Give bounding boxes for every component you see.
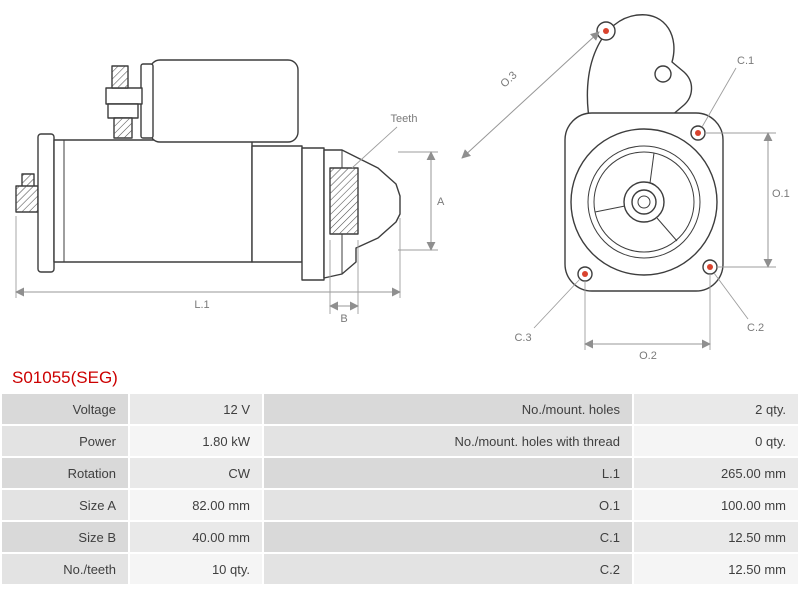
- motor-body-step: [251, 145, 303, 263]
- spec-label: C.1: [264, 521, 632, 552]
- dim-label-a: A: [437, 196, 445, 208]
- center-shaft-hole: [631, 189, 657, 215]
- table-row: No./teeth 10 qty. C.2 12.50 mm: [2, 553, 798, 584]
- hole-marker-dot: [582, 271, 588, 277]
- part-number-title: S01055(SEG): [12, 368, 118, 387]
- spec-value: 12.50 mm: [634, 553, 798, 584]
- flange-inner-circle-2: [593, 151, 695, 253]
- spec-value: 40.00 mm: [130, 521, 262, 552]
- spec-label: Voltage: [2, 393, 128, 424]
- dim-label-c2: C.2: [747, 322, 764, 334]
- terminal-stud-upper-hatch: [112, 66, 128, 88]
- dim-label-o1: O.1: [772, 188, 790, 200]
- spoke: [656, 217, 678, 242]
- spoke: [594, 205, 626, 213]
- spec-value: 265.00 mm: [634, 457, 798, 488]
- spec-value: 0 qty.: [634, 425, 798, 456]
- spec-table: Voltage 12 V No./mount. holes 2 qty. Pow…: [0, 392, 800, 586]
- spec-value: 100.00 mm: [634, 489, 798, 520]
- motor-body: [53, 139, 253, 263]
- leader-line-c1: [701, 67, 737, 128]
- table-row: Rotation CW L.1 265.00 mm: [2, 457, 798, 488]
- leader-line-c3: [533, 278, 581, 329]
- leader-line-c2: [713, 272, 749, 320]
- rear-shaft-hatch: [22, 174, 34, 188]
- diagram-area: L.1 A B Teeth: [15, 14, 790, 362]
- terminal-base-upper: [105, 87, 143, 105]
- solenoid-end-cap: [140, 63, 154, 139]
- terminal-base-lower: [107, 103, 139, 119]
- spec-label: O.1: [264, 489, 632, 520]
- spec-value: CW: [130, 457, 262, 488]
- side-view-dimensions: L.1 A B Teeth: [15, 113, 445, 325]
- spec-label: Size B: [2, 521, 128, 552]
- hole-marker-dot: [695, 130, 701, 136]
- starter-side-view: [15, 59, 401, 281]
- spec-value: 10 qty.: [130, 553, 262, 584]
- spec-label: No./teeth: [2, 553, 128, 584]
- dim-label-l1: L.1: [194, 299, 209, 311]
- terminal-stud-lower-hatch: [114, 118, 132, 138]
- dim-label-b: B: [340, 313, 347, 325]
- dim-label-o3: O.3: [498, 69, 519, 90]
- spec-value: 2 qty.: [634, 393, 798, 424]
- ear-hole-right: [654, 65, 672, 83]
- spec-label: Size A: [2, 489, 128, 520]
- spec-label: L.1: [264, 457, 632, 488]
- table-row: Power 1.80 kW No./mount. holes with thre…: [2, 425, 798, 456]
- table-row: Size A 82.00 mm O.1 100.00 mm: [2, 489, 798, 520]
- solenoid: [149, 59, 299, 143]
- rear-end-cap: [37, 133, 55, 273]
- pinion-gear-hatch: [330, 168, 358, 234]
- table-row: Voltage 12 V No./mount. holes 2 qty.: [2, 393, 798, 424]
- hole-marker-dot: [707, 264, 713, 270]
- spec-label: Rotation: [2, 457, 128, 488]
- mounting-flange: [301, 147, 325, 281]
- starter-front-view: [564, 14, 724, 292]
- dim-label-teeth: Teeth: [391, 113, 418, 125]
- dim-line-o3: [461, 31, 600, 159]
- spec-label: Power: [2, 425, 128, 456]
- center-shaft-core: [637, 195, 651, 209]
- table-row: Size B 40.00 mm C.1 12.50 mm: [2, 521, 798, 552]
- product-technical-drawing: L.1 A B Teeth: [15, 14, 790, 362]
- hole-marker-dot: [603, 28, 609, 34]
- spec-value: 12.50 mm: [634, 521, 798, 552]
- flange-inner-circle-1: [587, 145, 701, 259]
- dim-label-c3: C.3: [514, 332, 531, 344]
- spec-label: C.2: [264, 553, 632, 584]
- spec-value: 82.00 mm: [130, 489, 262, 520]
- spoke: [649, 152, 655, 184]
- spec-value: 12 V: [130, 393, 262, 424]
- spec-label: No./mount. holes: [264, 393, 632, 424]
- teeth-leader-line: [351, 126, 398, 169]
- rear-shaft-hatch2: [16, 186, 38, 212]
- dim-label-o2: O.2: [639, 350, 657, 362]
- dim-label-c1: C.1: [737, 55, 754, 67]
- spec-label: No./mount. holes with thread: [264, 425, 632, 456]
- spec-value: 1.80 kW: [130, 425, 262, 456]
